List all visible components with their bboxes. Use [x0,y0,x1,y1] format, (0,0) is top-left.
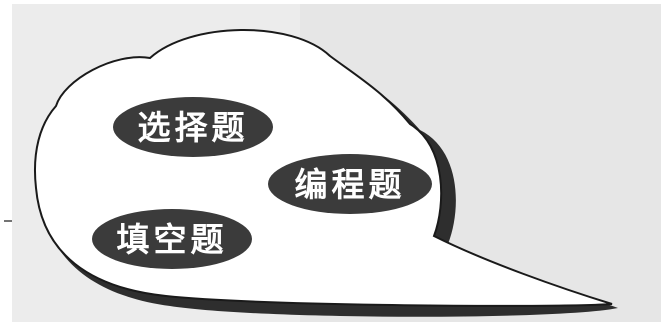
choice-question-pill: 选择题 [113,97,273,157]
programming-question-pill-bg [268,154,432,214]
choice-question-label: 选择题 [138,108,249,147]
choice-question-pill-bg [113,97,273,157]
programming-question-pill: 编程题 [268,154,432,214]
fill-blank-question-label: 填空题 [117,220,228,259]
fill-blank-question-pill: 填空题 [92,209,252,269]
programming-question-label: 编程题 [295,165,406,204]
paper-left-edge [0,0,12,324]
fill-blank-question-pill-bg [92,209,252,269]
